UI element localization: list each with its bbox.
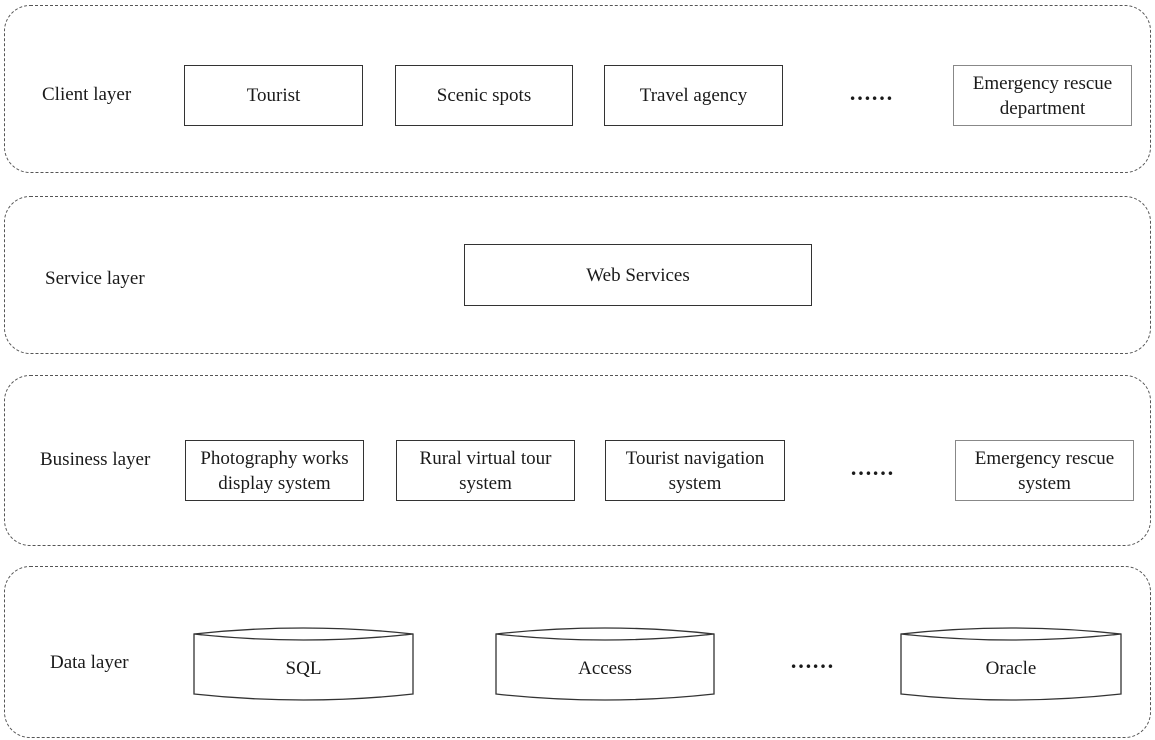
access-database-icon (495, 627, 715, 701)
service-layer-label: Service layer (45, 268, 145, 289)
travel-agency-box: Travel agency (604, 65, 783, 126)
tourist-navigation-system-box: Tourist navigation system (605, 440, 785, 501)
emergency-rescue-department-box: Emergency rescue department (953, 65, 1132, 126)
scenic-spots-box: Scenic spots (395, 65, 573, 126)
photography-works-display-system-box: Photography works display system (185, 440, 364, 501)
sql-database-icon (193, 627, 414, 701)
client-layer-panel (4, 5, 1151, 173)
sql-database-label: SQL (285, 658, 322, 679)
service-layer-panel (4, 196, 1151, 354)
client-ellipsis: …… (849, 80, 893, 105)
emergency-rescue-system-box: Emergency rescue system (955, 440, 1134, 501)
data-layer-panel (4, 566, 1151, 738)
business-ellipsis: …… (850, 455, 894, 480)
rural-virtual-tour-system-box: Rural virtual tour system (396, 440, 575, 501)
data-ellipsis: …… (790, 648, 834, 673)
data-layer-label: Data layer (50, 652, 129, 673)
client-layer-label: Client layer (42, 84, 132, 105)
oracle-database: Oracle (900, 626, 1122, 702)
access-database-label: Access (578, 658, 632, 679)
web-services-box: Web Services (464, 244, 812, 306)
sql-database: SQL (193, 626, 414, 702)
business-layer-label: Business layer (40, 449, 151, 470)
oracle-database-icon (900, 627, 1122, 701)
tourist-box: Tourist (184, 65, 363, 126)
oracle-database-label: Oracle (985, 658, 1037, 679)
business-layer-panel (4, 375, 1151, 546)
access-database: Access (495, 626, 715, 702)
